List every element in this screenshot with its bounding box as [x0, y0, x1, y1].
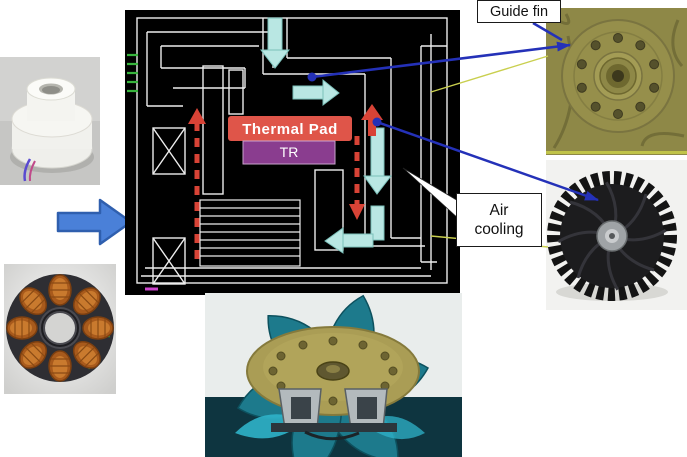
- right-arrow-icon: [56, 198, 133, 246]
- guide-fin-label: Guide fin: [477, 0, 561, 23]
- transition-arrow-icon: [56, 196, 134, 248]
- stator-graphic: [4, 264, 116, 394]
- stator-photo: [4, 264, 116, 394]
- white-insulator-photo: [0, 57, 100, 185]
- tr-label: TR: [280, 144, 299, 160]
- connector-marks: [127, 53, 138, 93]
- cross-section-diagram: Thermal Pad TR: [125, 10, 460, 295]
- guide-fin-graphic: [546, 8, 687, 155]
- fan-assembly-render: [205, 293, 462, 457]
- air-cooling-label: Air cooling: [456, 193, 542, 247]
- thermal-pad-label: Thermal Pad: [242, 121, 338, 138]
- guide-fin-label-text: Guide fin: [489, 3, 549, 20]
- thermal-pad-highlight: [228, 116, 352, 141]
- white-insulator-graphic: [0, 57, 100, 185]
- lead-wire: [23, 158, 32, 182]
- fan-assembly-graphic: [205, 293, 462, 457]
- cross-section-graphic: Thermal Pad TR: [125, 10, 460, 295]
- tr-box: [242, 140, 336, 165]
- mounting-brackets: [271, 388, 397, 441]
- guide-fin-photo: [546, 8, 687, 155]
- fan-impeller-photo: [546, 160, 687, 310]
- coil-stack: [199, 199, 301, 267]
- air-cooling-label-text: Air cooling: [474, 201, 524, 238]
- fan-impeller-graphic: [546, 160, 687, 310]
- lead-wire: [28, 160, 36, 182]
- heat-arrows-icon: [188, 104, 383, 262]
